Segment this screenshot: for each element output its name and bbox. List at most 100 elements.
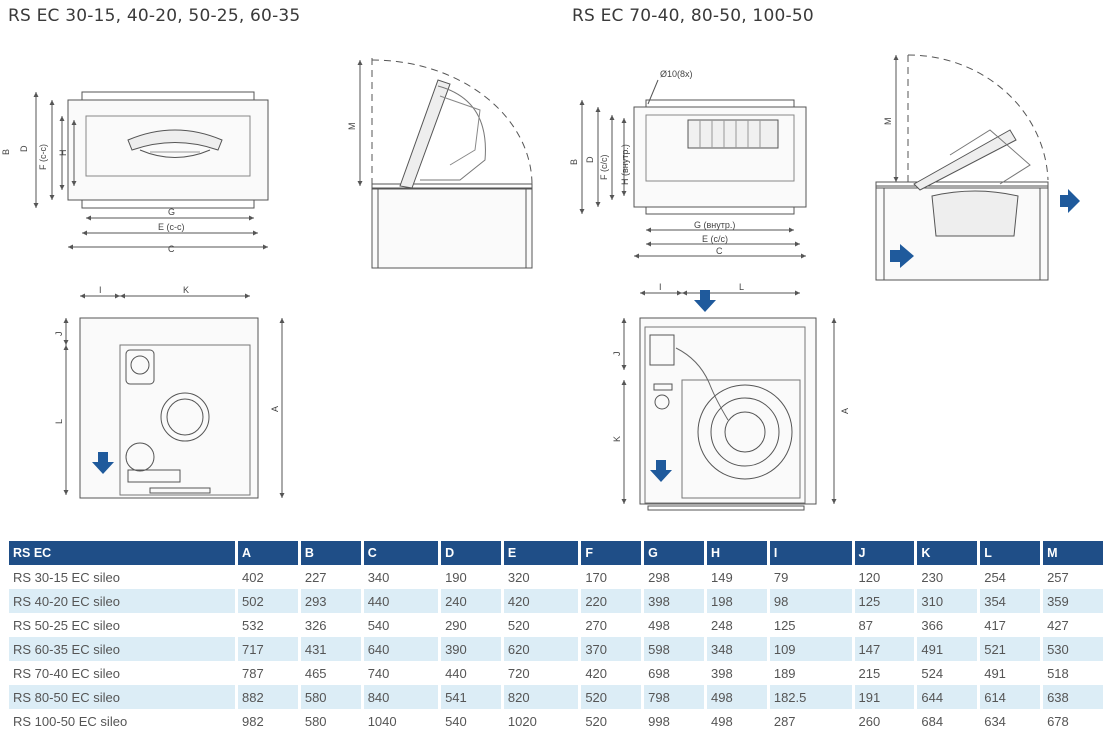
dimension-cell: 340 xyxy=(367,569,390,585)
dimension-cell: 532 xyxy=(242,617,264,633)
dimension-cell: 440 xyxy=(445,665,467,681)
dimension-cell: 644 xyxy=(917,685,978,709)
front-view-large xyxy=(579,79,807,259)
column-header: K xyxy=(917,541,978,565)
dimension-cell: 634 xyxy=(984,713,1006,729)
dimension-cell: 720 xyxy=(507,665,530,681)
dimension-cell: 298 xyxy=(648,569,670,585)
dim-label-b-large: B xyxy=(569,159,579,165)
dim-label-f: F (c-c) xyxy=(38,144,48,170)
dim-label-g-large: G (внутр.) xyxy=(694,220,735,230)
dim-label-c-large: C xyxy=(716,246,723,256)
dimension-cell: 402 xyxy=(242,569,264,585)
dim-label-l-large: L xyxy=(739,282,744,292)
dimension-cell: 125 xyxy=(854,589,915,613)
dimension-cell: 540 xyxy=(445,713,467,729)
model-cell: RS 50-25 EC sileo xyxy=(13,617,120,633)
dimension-cell: 717 xyxy=(238,637,298,661)
dim-label-a-large: A xyxy=(840,408,850,414)
dimension-cell: 198 xyxy=(707,589,767,613)
column-header: G xyxy=(644,541,704,565)
dimension-cell: 502 xyxy=(238,589,298,613)
dimension-cell: 798 xyxy=(644,685,704,709)
dimension-cell: 109 xyxy=(769,637,852,661)
dimension-cell: 491 xyxy=(984,665,1006,681)
dimension-cell: 1040 xyxy=(367,713,397,729)
dimension-cell: 270 xyxy=(585,617,608,633)
dimension-cell: 370 xyxy=(581,637,642,661)
column-header: L xyxy=(980,541,1041,565)
dimension-cell: 254 xyxy=(984,569,1006,585)
dimension-cell: 420 xyxy=(503,589,579,613)
dim-label-e: E (c-c) xyxy=(158,222,185,232)
dimension-cell: 698 xyxy=(648,665,670,681)
dimension-cell: 524 xyxy=(921,665,944,681)
model-cell: RS 30-15 EC sileo xyxy=(13,569,120,585)
dimension-cell: 182.5 xyxy=(769,685,852,709)
right-series-title: RS EC 70-40, 80-50, 100-50 xyxy=(572,6,814,26)
dimension-cell: 366 xyxy=(921,617,944,633)
dimension-cell: 147 xyxy=(854,637,915,661)
column-header: H xyxy=(707,541,767,565)
dimension-cell: 598 xyxy=(644,637,704,661)
technical-drawings: B D F (c-c) H G E (c-c) C M Ø10(8x) B xyxy=(1,54,1080,511)
airflow-down-arrow-icon-top xyxy=(694,290,716,312)
dimension-cell: 521 xyxy=(980,637,1041,661)
dimension-cell: 290 xyxy=(445,617,467,633)
column-header: F xyxy=(581,541,642,565)
dim-label-j: J xyxy=(54,332,64,337)
dimension-cell: 840 xyxy=(363,685,439,709)
dimension-cell: 248 xyxy=(711,617,733,633)
dimension-cell: 787 xyxy=(242,665,264,681)
dimension-cell: 518 xyxy=(1047,665,1069,681)
column-header: D xyxy=(441,541,501,565)
dimension-cell: 287 xyxy=(773,713,796,729)
dim-label-a: A xyxy=(270,406,280,412)
dimension-cell: 191 xyxy=(854,685,915,709)
dimension-cell: 398 xyxy=(644,589,704,613)
dimension-cell: 465 xyxy=(304,665,327,681)
airflow-out-arrow-icon xyxy=(1060,189,1080,213)
dimension-cell: 230 xyxy=(921,569,944,585)
column-header: M xyxy=(1043,541,1103,565)
dimension-cell: 498 xyxy=(648,617,670,633)
dimension-cell: 638 xyxy=(1043,685,1103,709)
airflow-down-arrow-icon xyxy=(92,452,114,474)
airflow-in-arrow-icon xyxy=(890,244,914,268)
dimension-cell: 87 xyxy=(858,617,873,633)
dimension-cell: 520 xyxy=(507,617,530,633)
dimension-cell: 417 xyxy=(984,617,1006,633)
dim-label-m: M xyxy=(347,123,357,131)
column-header: C xyxy=(363,541,439,565)
hole-label: Ø10(8x) xyxy=(660,69,693,79)
dimension-cell: 580 xyxy=(304,713,327,729)
top-view-large xyxy=(621,290,837,511)
dimension-cell: 684 xyxy=(921,713,944,729)
model-cell: RS 60-35 EC sileo xyxy=(9,637,235,661)
dimension-cell: 491 xyxy=(917,637,978,661)
dim-label-g: G xyxy=(168,207,175,217)
dimension-cell: 227 xyxy=(304,569,327,585)
dimension-cell: 260 xyxy=(858,713,881,729)
side-view-large xyxy=(875,54,1049,281)
column-header: B xyxy=(300,541,361,565)
left-series-title: RS EC 30-15, 40-20, 50-25, 60-35 xyxy=(8,6,301,26)
dimension-cell: 390 xyxy=(441,637,501,661)
dimension-cell: 310 xyxy=(917,589,978,613)
dimension-cell: 257 xyxy=(1047,569,1069,585)
dimension-cell: 354 xyxy=(980,589,1041,613)
column-header: A xyxy=(238,541,298,565)
model-cell: RS 40-20 EC sileo xyxy=(9,589,235,613)
dimension-cell: 820 xyxy=(503,685,579,709)
dimension-cell: 240 xyxy=(441,589,501,613)
top-view-small xyxy=(63,293,285,499)
dimension-cell: 120 xyxy=(858,569,881,585)
dimension-cell: 398 xyxy=(711,665,733,681)
